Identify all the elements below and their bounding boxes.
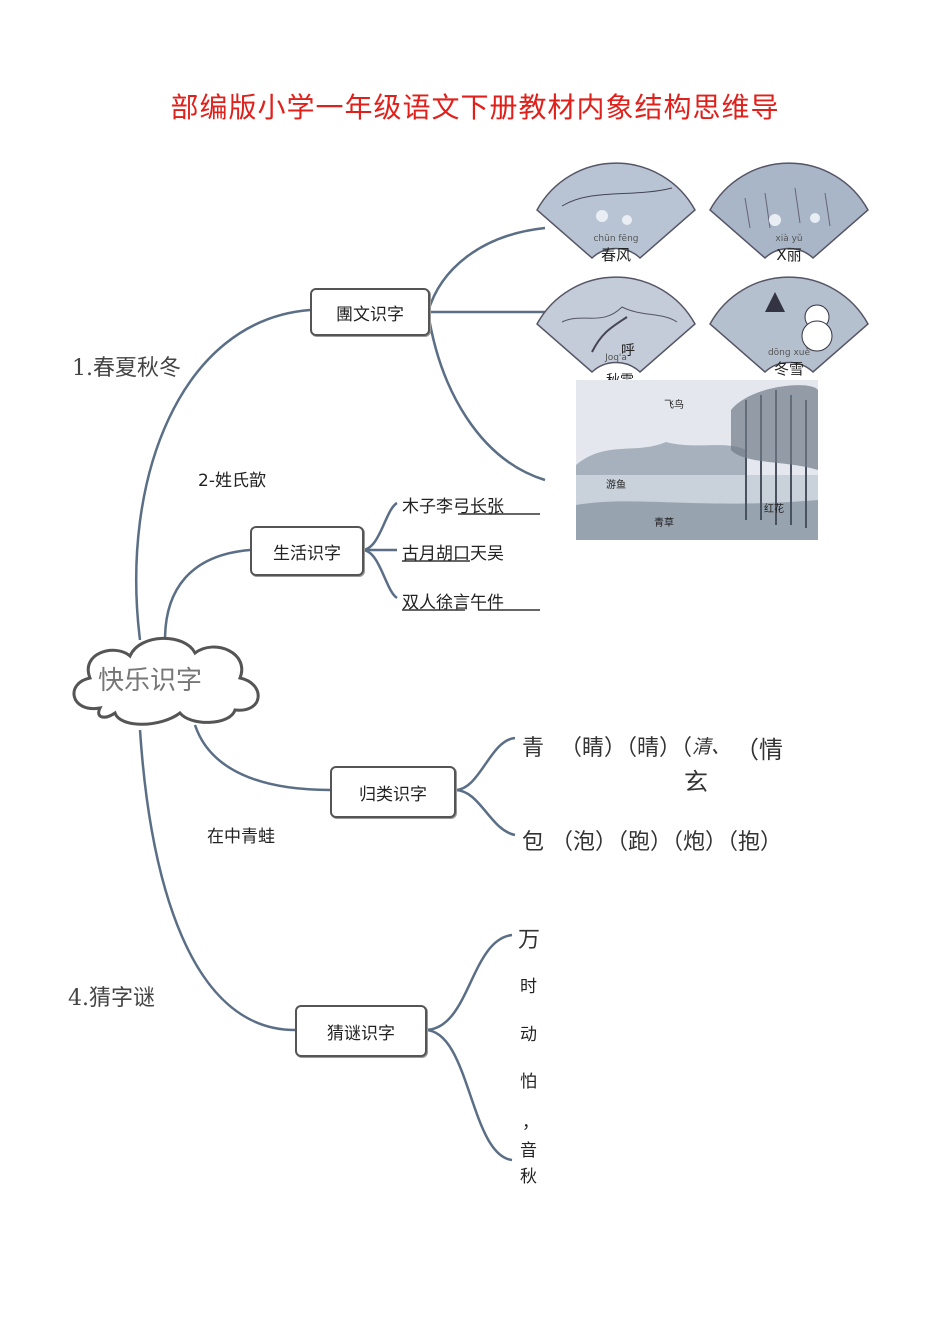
- fan-caption: X丽: [776, 246, 802, 264]
- riddle-char: ，: [522, 1113, 539, 1133]
- fan-pinyin: xià yǔ: [775, 234, 803, 244]
- fan-pinyin: Joq'a: [605, 353, 627, 363]
- landscape-label: 青草: [654, 516, 674, 529]
- surname-item: 古月胡口天吴: [402, 544, 504, 564]
- riddle-char: 动: [520, 1025, 537, 1045]
- fan-winter-image: [709, 276, 869, 374]
- fan-autumn-image: [536, 276, 696, 374]
- landscape-label: 飞鸟: [664, 398, 684, 411]
- landscape-image: 飞鸟 游鱼 青草 红花: [576, 380, 818, 540]
- guilei-row1-end: （情: [735, 736, 783, 764]
- guilei-row1-xuan: 玄: [684, 768, 708, 796]
- fan-summer-image: [709, 162, 869, 260]
- riddle-char: 时: [520, 977, 537, 997]
- riddle-char: 音: [520, 1141, 537, 1161]
- caimi-label: 猜谜识字: [327, 1023, 395, 1044]
- guilei-row1-qing: 清、: [692, 736, 731, 758]
- fan-caption: 冬雪: [773, 360, 804, 378]
- branch-4-label: 4.猜字谜: [68, 986, 155, 1011]
- guilei-label: 归类识字: [359, 784, 427, 805]
- guilei-box: 归类识字: [330, 766, 456, 818]
- landscape-label: 红花: [764, 502, 784, 515]
- riddle-char: 怕: [520, 1072, 537, 1092]
- riddle-char: 秋: [520, 1167, 537, 1187]
- landscape-label: 游鱼: [606, 478, 626, 491]
- fan-spring-image: [536, 162, 696, 260]
- branch-3-label: 在中青蛙: [207, 827, 275, 847]
- fan-pinyin: dōng xuě: [767, 348, 811, 358]
- fan-pinyin: chūn fēng: [593, 234, 639, 244]
- tuwen-label: 團文识字: [336, 304, 404, 325]
- shenghuo-box: 生活识字: [250, 526, 364, 576]
- surname-item: 木子李弓长张: [402, 497, 504, 517]
- center-label: 快乐识字: [98, 666, 203, 696]
- guilei-row2: 包 （泡）（跑）（炮）（抱）: [522, 830, 782, 855]
- center-cloud: [72, 636, 260, 726]
- page-title: 部编版小学一年级语文下册教材内象结构思维导: [170, 91, 780, 124]
- caimi-box: 猜谜识字: [295, 1005, 427, 1057]
- guilei-row1-head: 青: [522, 736, 545, 761]
- guilei-row1-chars: （睛）（晴）（: [560, 736, 693, 761]
- shenghuo-label: 生活识字: [273, 543, 341, 564]
- branch-1-label: 1.春夏秋冬: [72, 356, 181, 381]
- surname-item: 双人徐言午件: [402, 593, 504, 613]
- tuwen-box: 團文识字: [310, 288, 430, 336]
- riddle-char: 万: [518, 928, 541, 953]
- fan-caption: 呼: [621, 343, 635, 359]
- branch-2-label: 2-姓氏歆: [198, 471, 266, 491]
- fan-caption: 春风: [600, 246, 631, 264]
